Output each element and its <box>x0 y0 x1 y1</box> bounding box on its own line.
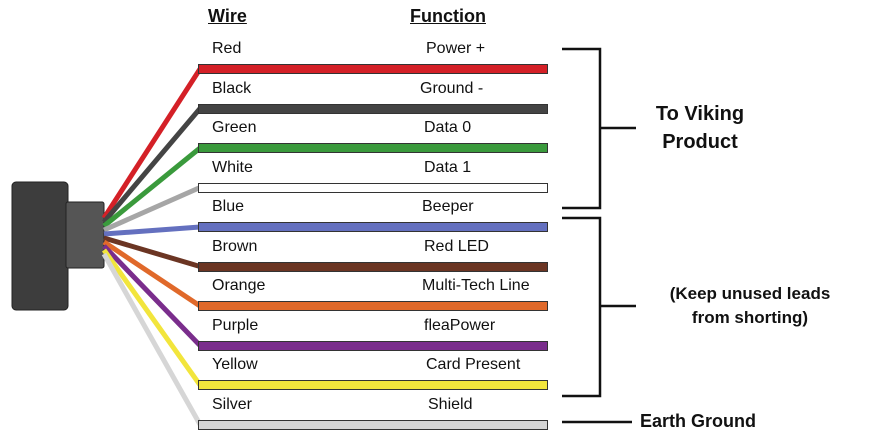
wire-bar-purple <box>198 340 548 351</box>
wire-bar-orange <box>198 301 548 311</box>
wire-line-black <box>102 106 202 224</box>
keep-unused-bracket <box>562 216 636 398</box>
wire-name-blue: Blue <box>212 198 245 215</box>
viking-callout-line2: Product <box>662 131 738 153</box>
wire-function-green: Data 0 <box>424 119 472 136</box>
wire-function-blue: Beeper <box>422 198 474 215</box>
wire-line-green <box>102 146 202 228</box>
wire-bar-black <box>198 103 548 114</box>
wire-line-silver <box>101 252 203 426</box>
wire-name-yellow: Yellow <box>212 356 258 373</box>
earth-ground-callout: Earth Ground <box>640 411 756 431</box>
wire-function-brown: Red LED <box>424 237 489 255</box>
wire-bar-silver <box>198 419 548 430</box>
viking-callout: To Viking Product <box>640 100 760 156</box>
wire-bar-brown <box>198 261 548 272</box>
wire-function-silver: Shield <box>428 395 473 413</box>
wire-name-silver: Silver <box>212 395 253 413</box>
wire-function-purple: fleaPower <box>424 316 496 334</box>
viking-callout-line1: To Viking <box>655 103 745 125</box>
wire-line-blue <box>103 224 201 237</box>
wire-name-green: Green <box>212 119 257 136</box>
wire-name-purple: Purple <box>212 316 259 334</box>
wire-function-red: Power + <box>426 40 486 57</box>
viking-bracket <box>562 47 636 210</box>
wire-line-brown <box>103 235 201 269</box>
wire-line-red <box>101 67 203 220</box>
wire-bar-white <box>198 182 548 193</box>
wire-bar-yellow <box>198 380 548 390</box>
wire-name-black: Black <box>212 79 252 97</box>
keep-unused-line1: (Keep unused leads <box>669 284 831 303</box>
wire-bar-green <box>198 143 548 153</box>
wire-bar-blue <box>198 222 548 232</box>
wire-name-white: White <box>212 158 253 176</box>
wire-lines <box>101 67 203 426</box>
wire-function-yellow: Card Present <box>426 356 521 373</box>
function-header: Function <box>410 6 486 26</box>
connector-body <box>11 181 69 311</box>
wire-name-red: Red <box>212 40 242 57</box>
wire-name-brown: Brown <box>212 237 258 255</box>
wire-header: Wire <box>208 6 247 26</box>
wire-line-white <box>102 185 202 233</box>
wire-function-orange: Multi-Tech Line <box>422 277 530 294</box>
wire-name-orange: Orange <box>212 277 266 294</box>
wire-line-purple <box>102 244 202 348</box>
keep-unused-callout: (Keep unused leads from shorting) <box>640 282 860 330</box>
wire-line-orange <box>102 239 202 309</box>
wire-bar-red <box>198 64 548 74</box>
wire-line-yellow <box>101 248 203 387</box>
wire-function-white: Data 1 <box>424 158 472 176</box>
connector-nose <box>65 201 105 269</box>
wire-function-black: Ground - <box>420 79 484 97</box>
keep-unused-line2: from shorting) <box>691 308 809 327</box>
